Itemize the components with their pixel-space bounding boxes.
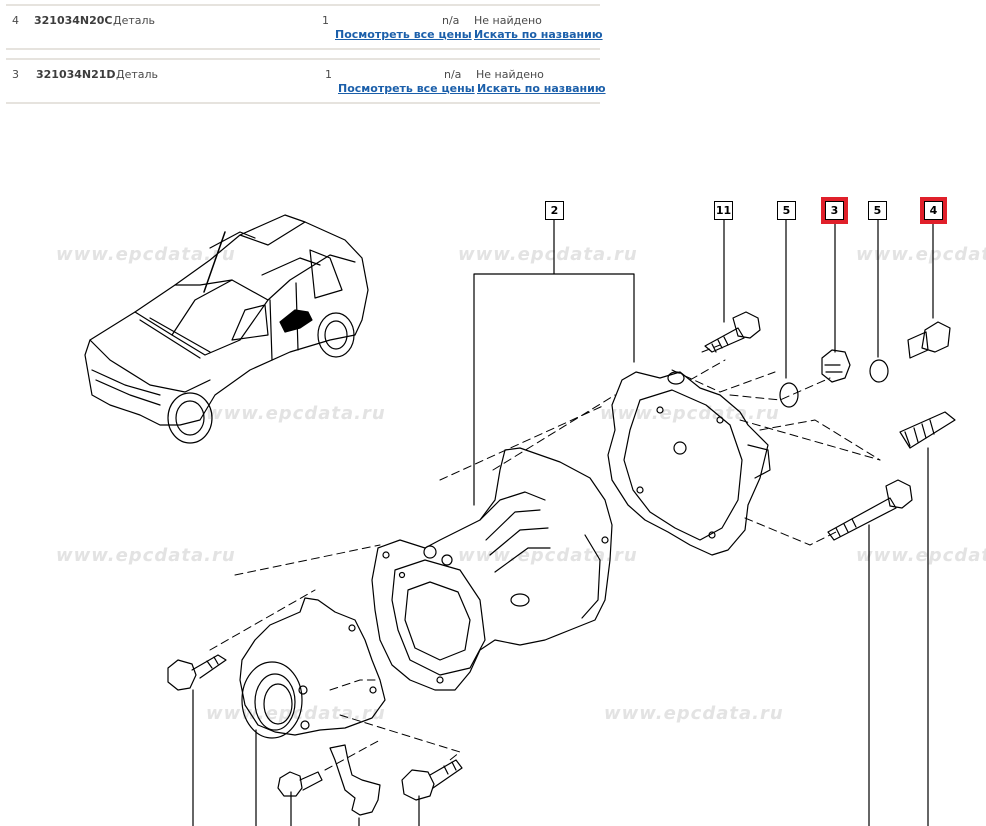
callout-5[interactable]: 5 <box>868 201 887 220</box>
row-number: 3 <box>12 68 19 81</box>
part-status: Не найдено <box>474 14 542 27</box>
fill-plug-part-4 <box>907 321 951 359</box>
view-all-prices-link[interactable]: Посмотреть все цены <box>338 82 475 95</box>
search-by-name-link[interactable]: Искать по названию <box>477 82 606 95</box>
seal-ring-part-5 <box>869 359 889 383</box>
callout-5[interactable]: 5 <box>777 201 796 220</box>
watermark: www.epcdata.ru <box>604 703 784 724</box>
part-type: Деталь <box>113 14 156 27</box>
part-status: Не найдено <box>476 68 544 81</box>
watermark: www.epcdata.ru <box>56 244 236 265</box>
part-price: n/a <box>444 68 462 81</box>
part-quantity: 1 <box>325 68 332 81</box>
center-housing-part <box>371 447 613 691</box>
stud-part <box>899 411 956 449</box>
part-price: n/a <box>442 14 460 27</box>
watermark: www.epcdata.ru <box>600 403 780 424</box>
watermark: www.epcdata.ru <box>206 403 386 424</box>
watermark: www.epcdata.ru <box>206 703 386 724</box>
callout-4-highlighted[interactable]: 4 <box>924 201 943 220</box>
table-row: 3 321034N21D Деталь 1 n/a Не найдено Пос… <box>6 58 606 104</box>
part-code: 321034N20C <box>34 14 113 27</box>
bolt-part <box>401 759 463 801</box>
watermark: www.epcdata.ru <box>458 244 638 265</box>
part-type: Деталь <box>116 68 159 81</box>
bolt-part-11 <box>704 311 761 353</box>
callout-2[interactable]: 2 <box>545 201 564 220</box>
bolt-part <box>167 654 227 691</box>
rear-cover-part <box>607 371 771 556</box>
row-number: 4 <box>12 14 19 27</box>
vehicle-locator-icon <box>84 214 369 444</box>
table-row: 4 321034N20C Деталь 1 n/a Не найдено Пос… <box>6 4 603 50</box>
seal-ring-part-5 <box>779 382 799 408</box>
view-all-prices-link[interactable]: Посмотреть все цены <box>335 28 472 41</box>
drain-plug-part-3 <box>821 349 851 383</box>
callout-3-highlighted[interactable]: 3 <box>825 201 844 220</box>
front-cover-part <box>239 597 386 739</box>
bolt-part <box>277 771 323 797</box>
callout-11[interactable]: 11 <box>714 201 733 220</box>
selected-area-marker <box>279 309 313 333</box>
search-by-name-link[interactable]: Искать по названию <box>474 28 603 41</box>
watermark: www.epcdata.ru <box>56 545 236 566</box>
bolt-part <box>827 479 913 541</box>
watermark: www.epcdata.ru <box>856 244 986 265</box>
bracket-part <box>329 744 381 816</box>
part-quantity: 1 <box>322 14 329 27</box>
watermark: www.epcdata.ru <box>856 545 986 566</box>
part-code: 321034N21D <box>36 68 116 81</box>
watermark: www.epcdata.ru <box>458 545 638 566</box>
